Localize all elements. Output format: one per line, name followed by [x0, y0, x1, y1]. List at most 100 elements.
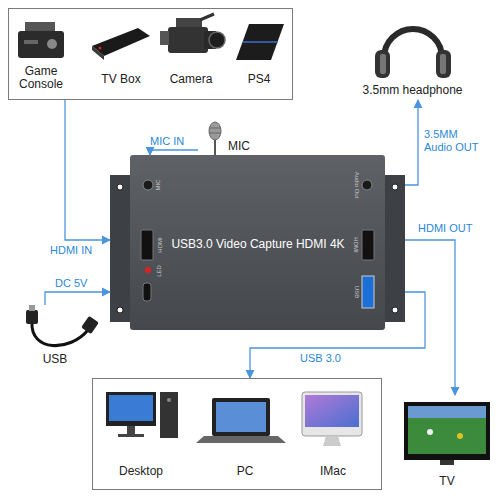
node-label: IMac	[303, 465, 363, 478]
plug	[81, 316, 99, 334]
laptop-base	[196, 436, 286, 443]
node-label: 3.5mm headphone	[350, 84, 475, 97]
tv-screen	[408, 406, 486, 454]
port-label: Audio Out	[353, 172, 360, 199]
monitor-base	[118, 434, 144, 437]
ps4-body	[236, 24, 284, 60]
tv-box-side	[92, 46, 104, 60]
signal-connector	[405, 240, 455, 395]
port-label: USB	[353, 286, 360, 298]
usb-c-port	[143, 283, 151, 301]
signal-connector	[150, 150, 198, 155]
signal-connector	[65, 100, 110, 240]
console-slot	[24, 40, 38, 44]
screw-hole	[117, 184, 123, 190]
monitor	[106, 392, 156, 426]
port-callout: MIC IN	[150, 135, 200, 148]
screw-hole	[117, 307, 123, 313]
port-label: LED	[156, 265, 163, 277]
tv-box-icon	[92, 28, 150, 60]
node-label: PC	[215, 465, 275, 478]
signal-connector	[405, 100, 418, 185]
node-label: Camera	[166, 73, 216, 86]
desktop-icon	[106, 392, 178, 438]
plug-tip	[29, 305, 35, 311]
tv-screen-crowd	[408, 406, 486, 418]
port-label: HDMI	[157, 237, 164, 252]
node-label: Game Console	[16, 65, 66, 91]
usb-cable-icon	[26, 305, 99, 346]
screw-hole	[392, 184, 398, 190]
camera-screen	[160, 31, 169, 45]
laptop-lid	[212, 398, 270, 436]
imac-stand	[323, 436, 341, 446]
monitor-screen	[109, 395, 153, 421]
port-label: HDMI	[352, 237, 359, 252]
hdmi-port	[141, 230, 153, 260]
mic-grille	[209, 133, 221, 134]
screw-hole	[392, 307, 398, 313]
tv-screen-player	[427, 429, 433, 435]
capture-device-illustration	[110, 155, 405, 330]
ear-cup	[375, 50, 390, 78]
tv-stand	[440, 460, 454, 465]
tv-node: TV	[402, 395, 492, 495]
imac-screen	[305, 395, 359, 427]
camera-lens	[209, 32, 225, 48]
console-button	[47, 39, 57, 49]
monitor-stand	[127, 426, 135, 434]
imac-frame	[302, 392, 362, 436]
mic-head	[209, 122, 221, 140]
port-callout: 3.5MM Audio OUT	[424, 128, 486, 154]
node-label: USB	[15, 353, 95, 366]
capture-device: USB3.0 Video Capture HDMI 4K	[110, 155, 405, 330]
cable	[32, 322, 88, 346]
port-callout: DC 5V	[55, 277, 100, 290]
device-body	[130, 155, 385, 330]
node-label: PS4	[234, 73, 284, 86]
camera-icon	[160, 14, 225, 53]
port-callout: HDMI IN	[50, 244, 105, 257]
ps4-icon	[236, 24, 284, 60]
console-body	[18, 31, 64, 58]
tv-screen-player	[457, 433, 463, 439]
tv-box-led	[99, 47, 102, 50]
led	[145, 267, 151, 273]
usb-cable-node: USB	[15, 305, 95, 370]
laptop-icon	[196, 398, 286, 443]
tv-box-body	[92, 28, 150, 56]
node-label: TV	[402, 475, 492, 488]
port-label: MIC	[155, 180, 162, 191]
game-console-icon	[18, 22, 64, 58]
camera-mic	[200, 14, 214, 20]
signal-connector	[45, 292, 110, 305]
ear-pad	[440, 54, 446, 74]
signal-connector	[250, 292, 425, 378]
headband	[384, 29, 442, 58]
power-button	[167, 398, 171, 402]
ps4-stripe	[243, 41, 278, 43]
node-label: Desktop	[111, 465, 171, 478]
mic-jack	[143, 180, 153, 190]
computer-group-box: Desktop PC IMac	[92, 378, 382, 490]
headphone-icon	[375, 29, 451, 78]
node-label: MIC	[228, 140, 264, 153]
headphone-node: 3.5mm headphone	[350, 12, 475, 100]
tv-icon	[404, 402, 490, 465]
port-callout: USB 3.0	[300, 352, 350, 365]
device-title: USB3.0 Video Capture HDMI 4K	[158, 238, 358, 251]
laptop-screen	[216, 402, 266, 432]
port-callout: HDMI OUT	[418, 222, 488, 235]
plug	[26, 310, 38, 324]
source-group-box: Game Console TV Box Camera PS4	[8, 8, 293, 100]
pc-tower	[160, 392, 178, 438]
tv-frame	[404, 402, 490, 460]
imac-icon	[302, 392, 362, 446]
node-label: TV Box	[96, 73, 146, 86]
ear-pad	[380, 54, 386, 74]
mic-grille	[209, 128, 221, 129]
camera-handle	[176, 18, 202, 27]
usb-a-port	[362, 276, 374, 308]
